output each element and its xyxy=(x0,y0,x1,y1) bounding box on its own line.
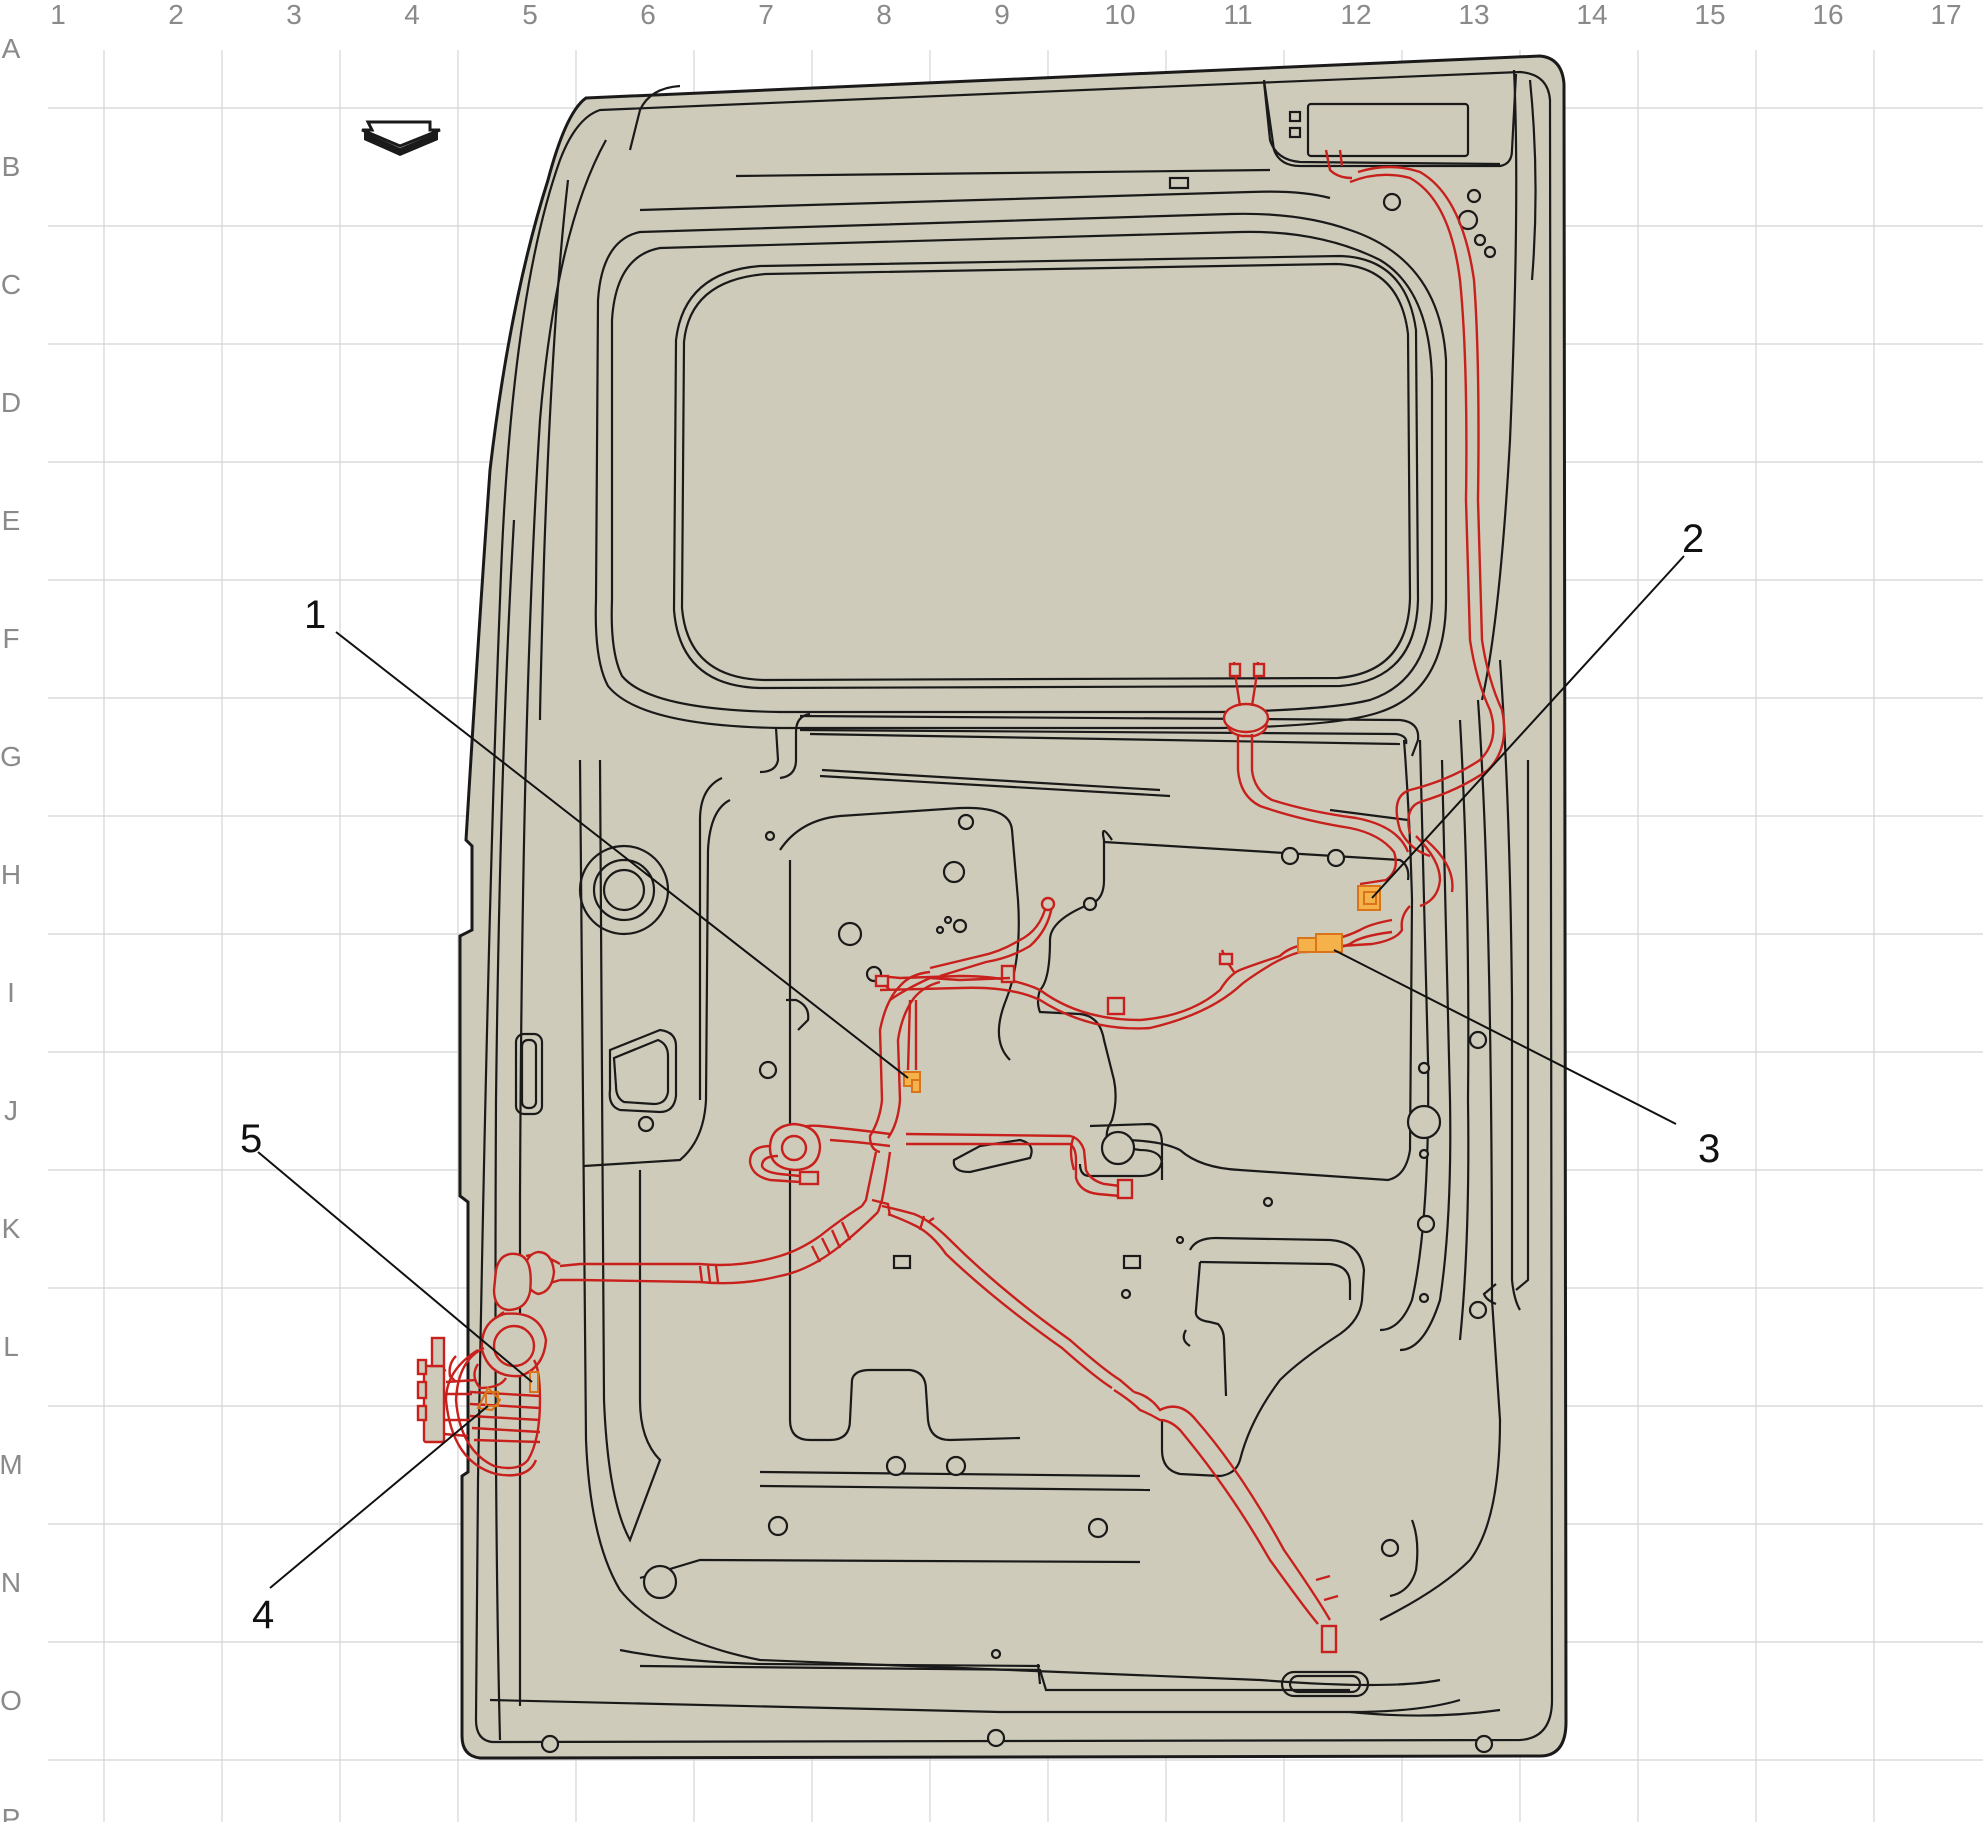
connector-5 xyxy=(529,1371,539,1393)
column-label: 6 xyxy=(640,0,656,30)
wiring-harness xyxy=(416,149,1506,1654)
row-label: C xyxy=(1,269,21,300)
column-label: 4 xyxy=(404,0,420,30)
row-label: D xyxy=(1,387,21,418)
connectors xyxy=(476,885,1381,1412)
row-label: O xyxy=(0,1685,22,1716)
down-arrow-icon xyxy=(361,120,441,156)
column-label: 10 xyxy=(1104,0,1135,30)
row-label: P xyxy=(2,1803,21,1822)
column-label: 9 xyxy=(994,0,1010,30)
callout-3: 3 xyxy=(1698,1127,1720,1171)
row-label: B xyxy=(2,151,21,182)
row-label: H xyxy=(1,859,21,890)
row-label: J xyxy=(4,1095,18,1126)
leader-1 xyxy=(335,631,909,1079)
row-label: K xyxy=(2,1213,21,1244)
connector-1 xyxy=(903,1071,921,1093)
column-label: 12 xyxy=(1340,0,1371,30)
leader-4 xyxy=(269,1405,489,1589)
column-label: 2 xyxy=(168,0,184,30)
column-label: 5 xyxy=(522,0,538,30)
row-label: F xyxy=(2,623,19,654)
column-label: 3 xyxy=(286,0,302,30)
column-label: 13 xyxy=(1458,0,1489,30)
row-label: N xyxy=(1,1567,21,1598)
connector-2 xyxy=(1357,885,1381,911)
column-label: 17 xyxy=(1930,0,1961,30)
column-label: 7 xyxy=(758,0,774,30)
connector-4 xyxy=(476,1386,502,1412)
row-label: E xyxy=(2,505,21,536)
callout-4: 4 xyxy=(252,1593,274,1637)
column-label: 1 xyxy=(50,0,66,30)
callout-1: 1 xyxy=(304,593,326,637)
row-label: A xyxy=(2,33,21,64)
column-label: 15 xyxy=(1694,0,1725,30)
callout-5: 5 xyxy=(240,1117,262,1161)
row-labels: A B C D E F G H I J K L M N O P xyxy=(0,33,23,1822)
leader-2 xyxy=(1371,555,1685,899)
row-label: M xyxy=(0,1449,23,1480)
leader-lines xyxy=(257,555,1685,1589)
callout-2: 2 xyxy=(1682,517,1704,561)
column-label: 16 xyxy=(1812,0,1843,30)
connector-3 xyxy=(1297,933,1343,953)
row-label: L xyxy=(3,1331,19,1362)
column-label: 11 xyxy=(1223,0,1252,30)
column-label: 8 xyxy=(876,0,892,30)
callouts: 1 2 3 4 5 xyxy=(240,517,1720,1637)
column-label: 14 xyxy=(1576,0,1607,30)
row-label: G xyxy=(0,741,22,772)
door-panel xyxy=(458,54,1568,1760)
row-label: I xyxy=(7,977,15,1008)
leader-5 xyxy=(257,1151,533,1383)
leader-3 xyxy=(1333,949,1677,1125)
